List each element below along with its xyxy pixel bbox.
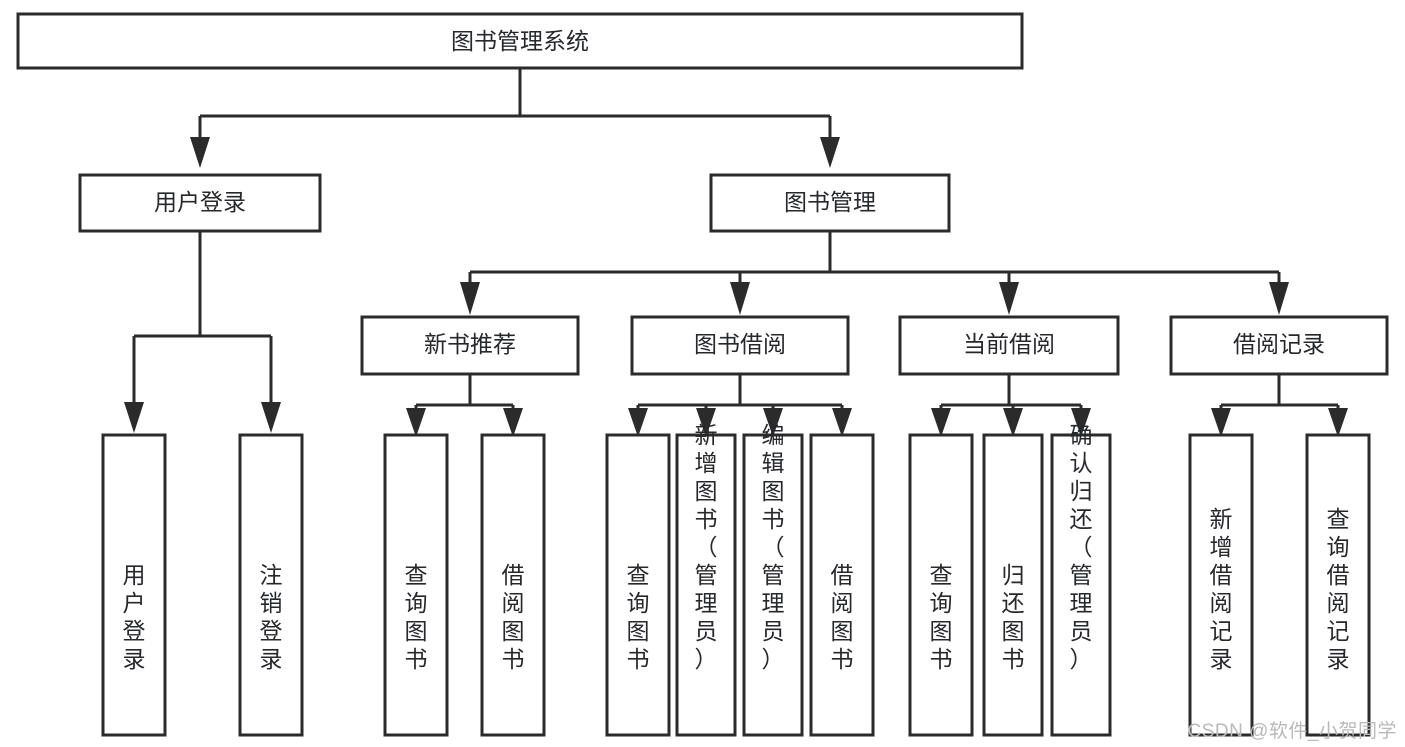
leaf-borrow-book-new[interactable]: 借阅图书 (480, 433, 546, 737)
leaf-return-book-label: 归还图书 (1002, 562, 1025, 672)
node-book-manage-rect[interactable] (709, 173, 951, 233)
node-book-borrow-label: 图书借阅 (694, 331, 786, 357)
arrowhead-leaf-query-book-borrow (628, 408, 648, 437)
arrowhead-leaf-user-login (124, 402, 144, 433)
leaf-confirm-return-label: 确认归还（管理员） (1070, 422, 1093, 672)
leaf-logout-label: 注销登录 (260, 562, 283, 672)
leaf-edit-book-label: 编辑图书（管理员） (762, 422, 785, 672)
leaf-borrow-book-rect[interactable] (809, 433, 875, 737)
leaf-confirm-return-rect[interactable] (1050, 433, 1112, 737)
leaf-query-book-borrow[interactable]: 查询图书 (605, 433, 671, 737)
leaf-query-book-cur-rect[interactable] (908, 433, 974, 737)
arrowhead-leaf-return-book (1003, 408, 1023, 437)
leaf-layer: 用户登录 注销登录 查询图书 借阅图书 查询图书 新增图书（管理员） 编辑图书（管理员） 借阅… (101, 422, 1371, 737)
leaf-query-record-rect[interactable] (1305, 433, 1371, 737)
node-user-login-rect[interactable] (78, 173, 322, 233)
node-current-borrow-rect[interactable] (898, 315, 1120, 376)
leaf-edit-book-rect[interactable] (742, 433, 804, 737)
node-user-login-label: 用户登录 (154, 189, 246, 215)
leaf-query-book-new-rect[interactable] (383, 433, 449, 737)
node-book-borrow[interactable]: 图书借阅 (630, 315, 850, 376)
leaf-query-book-borrow-rect[interactable] (605, 433, 671, 737)
leaf-confirm-return[interactable]: 确认归还（管理员） (1050, 422, 1112, 737)
arrowhead-leaf-edit-book (763, 408, 783, 437)
leaf-add-record[interactable]: 新增借阅记录 (1188, 433, 1254, 737)
arrowhead-leaf-borrow-book (832, 408, 852, 437)
arrowhead-new-book-rec (460, 282, 480, 315)
leaf-return-book-rect[interactable] (982, 433, 1044, 737)
leaf-query-record-label: 查询借阅记录 (1327, 506, 1350, 672)
leaf-add-book-label: 新增图书（管理员） (695, 422, 718, 672)
leaf-query-book-new-label: 查询图书 (405, 562, 428, 672)
node-root[interactable]: 图书管理系统 (16, 12, 1024, 70)
leaf-query-book-cur-label: 查询图书 (930, 562, 953, 672)
leaf-return-book[interactable]: 归还图书 (982, 433, 1044, 737)
node-book-manage-label: 图书管理 (784, 189, 876, 215)
node-current-borrow-label: 当前借阅 (963, 331, 1055, 357)
arrowhead-borrow-record (1269, 282, 1289, 315)
leaf-user-login-label: 用户登录 (123, 562, 146, 672)
leaf-query-record[interactable]: 查询借阅记录 (1305, 433, 1371, 737)
leaf-borrow-book-new-label: 借阅图书 (502, 562, 525, 672)
node-new-book-rec-rect[interactable] (360, 315, 580, 376)
leaf-add-book[interactable]: 新增图书（管理员） (675, 422, 737, 737)
leaf-add-book-rect[interactable] (675, 433, 737, 737)
leaf-query-book-new[interactable]: 查询图书 (383, 433, 449, 737)
arrowhead-book-manage (820, 137, 840, 168)
node-borrow-record-rect[interactable] (1169, 315, 1389, 376)
leaf-query-book-cur[interactable]: 查询图书 (908, 433, 974, 737)
leaf-add-record-label: 新增借阅记录 (1210, 506, 1233, 672)
node-root-label: 图书管理系统 (451, 28, 589, 54)
leaf-logout[interactable]: 注销登录 (238, 433, 304, 737)
arrowhead-leaf-add-record (1211, 408, 1231, 437)
connector-layer (124, 68, 1348, 437)
node-borrow-record-label: 借阅记录 (1233, 331, 1325, 357)
arrowhead-leaf-query-book-cur (931, 408, 951, 437)
leaf-user-login-rect[interactable] (101, 433, 167, 737)
leaf-borrow-book-new-rect[interactable] (480, 433, 546, 737)
leaf-logout-rect[interactable] (238, 433, 304, 737)
arrowhead-leaf-query-book-new (406, 408, 426, 437)
node-new-book-rec-label: 新书推荐 (424, 331, 516, 357)
arrowhead-user-login (190, 137, 210, 168)
node-root-rect[interactable] (16, 12, 1024, 70)
arrowhead-leaf-logout (261, 402, 281, 433)
node-book-borrow-rect[interactable] (630, 315, 850, 376)
arrowhead-leaf-query-record (1328, 408, 1348, 437)
node-book-manage[interactable]: 图书管理 (709, 173, 951, 233)
arrowhead-book-borrow (730, 282, 750, 315)
node-borrow-record[interactable]: 借阅记录 (1169, 315, 1389, 376)
leaf-borrow-book-label: 借阅图书 (831, 562, 854, 672)
node-current-borrow[interactable]: 当前借阅 (898, 315, 1120, 376)
leaf-add-record-rect[interactable] (1188, 433, 1254, 737)
node-new-book-rec[interactable]: 新书推荐 (360, 315, 580, 376)
leaf-borrow-book[interactable]: 借阅图书 (809, 433, 875, 737)
leaf-edit-book[interactable]: 编辑图书（管理员） (742, 422, 804, 737)
leaf-user-login[interactable]: 用户登录 (101, 433, 167, 737)
leaf-query-book-borrow-label: 查询图书 (627, 562, 650, 672)
watermark-text: CSDN @软件_小贺同学 (1187, 721, 1397, 742)
arrowhead-current-borrow (999, 282, 1019, 315)
arrowhead-leaf-borrow-book-new (503, 408, 523, 437)
node-user-login[interactable]: 用户登录 (78, 173, 322, 233)
arrowhead-leaf-add-book (696, 408, 716, 437)
arrowhead-leaf-confirm-return (1071, 408, 1091, 437)
